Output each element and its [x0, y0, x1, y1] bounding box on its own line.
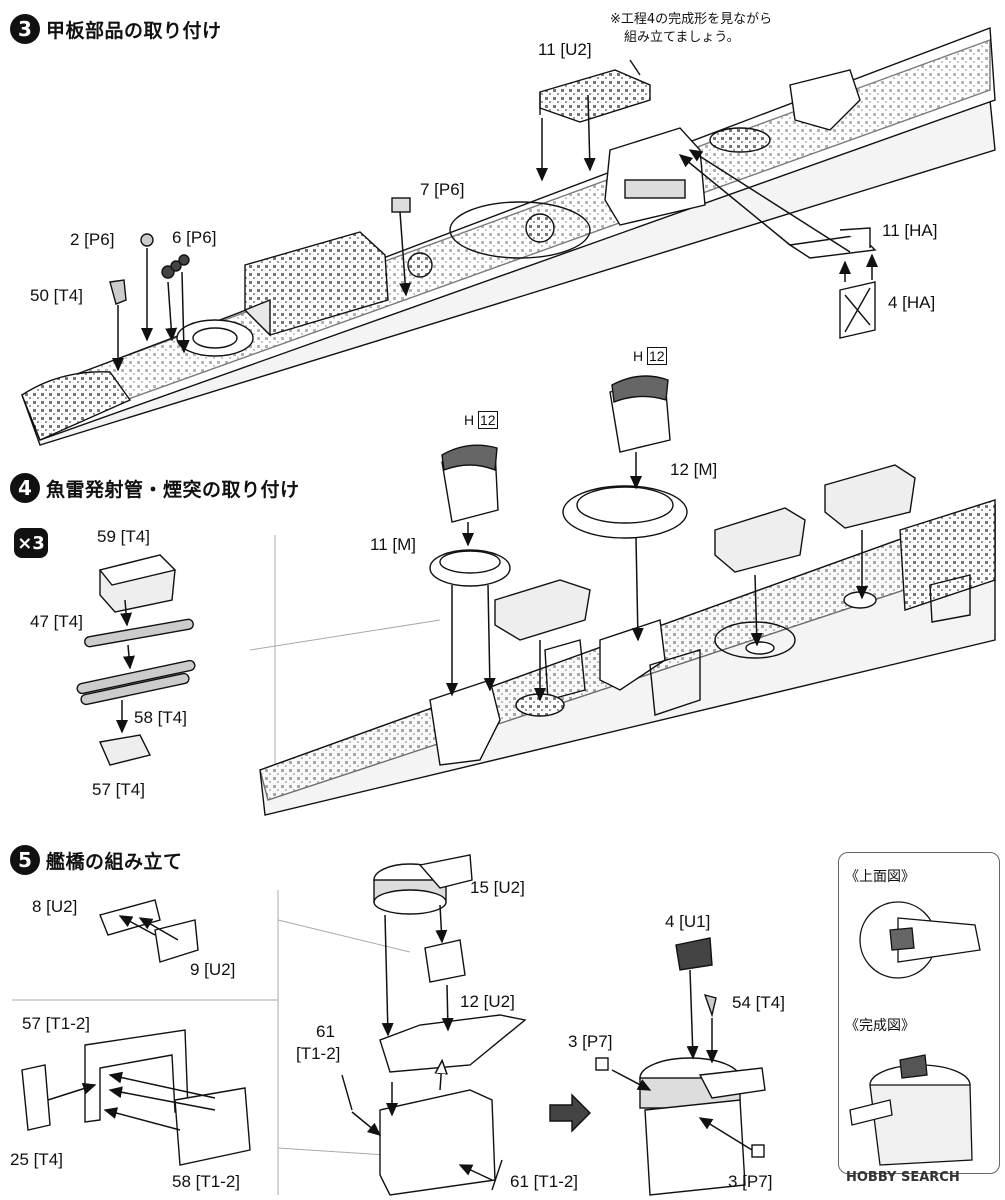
- step4-heading: 4 魚雷発射管・煙突の取り付け: [10, 473, 300, 503]
- label-57-t4: 57 [T4]: [92, 780, 145, 799]
- inset-finished-view-title: 《完成図》: [845, 1018, 915, 1034]
- step5-separators: [12, 890, 411, 1195]
- step3-number: 3: [10, 14, 40, 44]
- label-25-t4: 25 [T4]: [10, 1150, 63, 1169]
- label-6-p6: 6 [P6]: [172, 228, 217, 247]
- step4-hull: [259, 499, 996, 816]
- step5-heading: 5 艦橋の組み立て: [10, 845, 183, 875]
- inset-top-view-title: 《上面図》: [845, 869, 915, 885]
- label-11-ha: 11 [HA]: [882, 221, 938, 240]
- label-58-t4: 58 [T4]: [134, 708, 187, 727]
- label-59-t4: 59 [T4]: [97, 527, 150, 546]
- label-12-u2: 12 [U2]: [460, 992, 515, 1011]
- hobby-search-watermark: HOBBY SEARCH: [846, 1170, 960, 1185]
- label-h12-left-num: 12: [478, 411, 498, 429]
- times-three-badge: ×3: [14, 528, 48, 558]
- reference-inset: [838, 852, 1000, 1174]
- label-61-t1-2-part: [T1-2]: [296, 1044, 341, 1063]
- label-11-u2: 11 [U2]: [538, 40, 592, 59]
- label-7-p6: 7 [P6]: [420, 180, 465, 199]
- label-4-ha: 4 [HA]: [888, 293, 936, 312]
- label-8-u2: 8 [U2]: [32, 897, 78, 916]
- step4-arrows: [116, 452, 868, 734]
- label-h12-right-num: 12: [647, 347, 667, 365]
- step3-note-line1: ※工程4の完成形を見ながら: [610, 12, 773, 27]
- step4-title: 魚雷発射管・煙突の取り付け: [46, 478, 300, 501]
- step5-arrows: [47, 904, 753, 1181]
- step5-number: 5: [10, 845, 40, 875]
- step5-title: 艦橋の組み立て: [46, 850, 183, 873]
- step3-parts: [109, 59, 877, 339]
- label-h12-right-prefix: H: [633, 348, 644, 364]
- label-57-t1-2: 57 [T1-2]: [22, 1014, 91, 1033]
- step3-arrows: [112, 94, 878, 372]
- label-h12-left-prefix: H: [464, 412, 475, 428]
- label-2-p6: 2 [P6]: [70, 230, 115, 249]
- step4-parts: [76, 375, 916, 766]
- label-11-m: 11 [M]: [370, 535, 416, 554]
- label-61-t1-2-right: 61 [T1-2]: [510, 1172, 579, 1191]
- label-h12-right: H 12: [633, 347, 667, 365]
- inset-drawings: [849, 901, 981, 1166]
- label-58-t1-2: 58 [T1-2]: [172, 1172, 241, 1191]
- step3-title: 甲板部品の取り付け: [46, 19, 222, 42]
- label-50-t4: 50 [T4]: [30, 286, 83, 305]
- label-9-u2: 9 [U2]: [190, 960, 236, 979]
- step3-hull: [21, 27, 996, 446]
- label-4-u1: 4 [U1]: [665, 912, 711, 931]
- label-3-p7-bottom: 3 [P7]: [728, 1172, 773, 1191]
- label-15-u2: 15 [U2]: [470, 878, 525, 897]
- step3-heading: 3 甲板部品の取り付け: [10, 14, 222, 44]
- label-61-t1-2-num: 61: [316, 1022, 335, 1041]
- label-54-t4: 54 [T4]: [732, 993, 785, 1012]
- label-47-t4: 47 [T4]: [30, 612, 83, 631]
- label-h12-left: H 12: [464, 411, 498, 429]
- label-12-m: 12 [M]: [670, 460, 718, 479]
- step4-number: 4: [10, 473, 40, 503]
- step3-note-line2: 組み立てましょう。: [624, 30, 740, 45]
- step5-parts: [21, 854, 766, 1196]
- label-3-p7-top: 3 [P7]: [568, 1032, 613, 1051]
